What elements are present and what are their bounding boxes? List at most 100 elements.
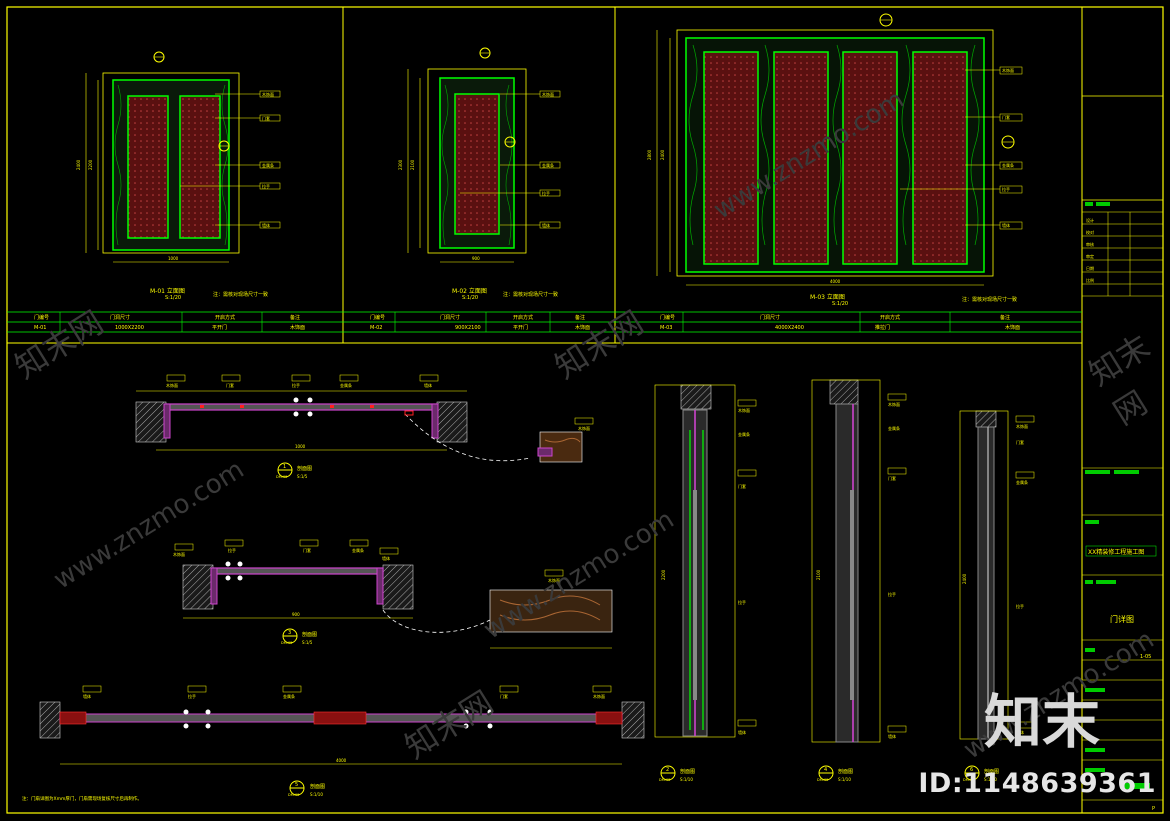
sec4-scale: S:1/10 [838,777,851,782]
sec1-num: 1 [283,464,286,470]
sched-r1-remark: 木饰面 [290,324,305,331]
sched-h-type-3: 开启方式 [880,314,900,321]
sec6-callout-wood: 木饰面 [1016,423,1028,429]
elev3-height: 2400 [660,149,665,160]
sec3-scale: S:1/5 [302,640,313,645]
sec3-callout-handle: 拉手 [228,547,236,553]
sched-r1-size: 1000X2200 [115,325,144,331]
elev2-width: 900 [472,256,480,261]
sec1-callout-frame: 门套 [226,382,234,388]
elev2-tag: M-02 立面图 [452,287,487,295]
sched-r1-code: M-01 [34,325,46,331]
tb-row-scale: 比例 [1086,277,1094,283]
sched-r3-type: 推拉门 [875,324,890,331]
sec5-scale: S:1/10 [310,792,323,797]
sec4-callout-metal: 金属条 [888,425,900,431]
section-6-vertical: 木饰面 门套 金属条 拉手 墙体 2400 6 DM-05 剖面图 S:1/10 [959,410,1035,782]
sec2-callout-metal: 金属条 [738,431,750,437]
sched-h-remark-2: 备注 [575,314,585,321]
sec5-callout-handle: 拉手 [188,693,196,699]
sched-h-remark-3: 备注 [1000,314,1010,321]
sec3-callout-wood: 木饰面 [173,551,185,557]
door-schedule: 门编号 门洞尺寸 开启方式 备注 门编号 门洞尺寸 开启方式 备注 门编号 门洞… [7,311,1082,333]
tb-row-design: 设计 [1086,217,1094,223]
sec2-callout-handle: 拉手 [738,599,746,605]
sheet-border [6,6,1164,814]
sched-h-size-1: 门洞尺寸 [110,314,130,321]
sched-h-size-3: 门洞尺寸 [760,314,780,321]
elev2-callout-wall: 墙体 [542,222,550,228]
sec4-callout-handle: 拉手 [888,591,896,597]
tb-page-no: P [1152,806,1155,812]
elev3-callout-handle: 拉手 [1002,186,1010,192]
sec1-callout-metal: 金属条 [340,382,352,388]
elev1-scale: S:1/20 [165,295,181,301]
elev2-callout-metal: 金属条 [542,162,554,168]
elevation-m01: M-01 立面图 S:1/20 注：需核对现场尺寸一致 1000 2200 24… [76,51,281,301]
elev1-width: 1000 [168,256,179,261]
sec3-title: 剖面图 [302,631,317,638]
sched-r3-remark: 木饰面 [1005,324,1020,331]
sched-r3-size: 4000X2400 [775,325,804,331]
elev3-callout-wall: 墙体 [1002,222,1010,228]
elev1-total: 2400 [76,159,81,170]
sec4-num: 4 [824,767,827,773]
sec1-dim: 1000 [295,444,306,449]
sec6-sheet: DM-05 [963,778,974,782]
sec6-title: 剖面图 [984,768,999,775]
sec3-dim: 900 [292,612,300,617]
watermark-id: ID:1148639361 [918,768,1156,799]
sched-r2-code: M-02 [370,325,382,331]
elevation-m02: M-02 立面图 S:1/20 注：需核对现场尺寸一致 900 2100 230… [398,47,561,301]
elev1-callout-handle: 拉手 [262,183,270,189]
elev1-callout-wood: 木饰面 [262,91,274,97]
elev3-tag: M-03 立面图 [810,293,845,301]
section-5-plan: 墙体 拉手 金属条 门套 木饰面 4000 5 DM-05 剖面图 S:1/10… [22,685,645,802]
sec3-num: 3 [288,630,291,636]
sec5-callout-frame: 门套 [500,693,508,699]
sec4-callout-wood: 木饰面 [888,401,900,407]
sec2-title: 剖面图 [680,768,695,775]
elev3-callout-metal: 金属条 [1002,162,1014,168]
section-2-vertical: 木饰面 金属条 门套 拉手 墙体 2200 2 DM-05 剖面图 S:1/10 [654,384,757,782]
elev1-tag: M-01 立面图 [150,287,185,295]
sec5-callout-wall: 墙体 [83,693,91,699]
elevation-m03: M-03 立面图 S:1/20 注：需核对现场尺寸一致 4000 2400 28… [647,13,1023,307]
sec2-callout-wood: 木饰面 [738,407,750,413]
section-4-vertical: 木饰面 金属条 门套 拉手 墙体 2100 4 DM-05 剖面图 S:1/10 [811,379,907,782]
sec5-title: 剖面图 [310,783,325,790]
sched-r2-type: 平开门 [513,324,528,331]
sec4-callout-wall: 墙体 [888,733,896,739]
sec1-callout-wood2: 木饰面 [578,425,590,431]
sec2-scale: S:1/10 [680,777,693,782]
sec6-dim: 2400 [962,573,967,584]
sec1-callout-wood: 木饰面 [166,382,178,388]
sched-h-code-1: 门编号 [34,314,49,321]
sec4-sheet: DM-05 [817,778,828,782]
elev2-total: 2300 [398,159,403,170]
sec1-sheet: DM-05 [276,475,287,479]
sec3-callout-wall: 墙体 [382,555,390,561]
elev1-callout-metal: 金属条 [262,162,274,168]
elev1-note: 注：需核对现场尺寸一致 [213,291,268,298]
sec1-callout-wall: 墙体 [424,382,432,388]
section-1-plan: 木饰面 门套 拉手 金属条 墙体 木饰面 1000 1 DM-05 剖面图 S:… [135,374,594,479]
sec4-callout-frame: 门套 [888,475,896,481]
sec4-title: 剖面图 [838,768,853,775]
sec6-callout-handle: 拉手 [1016,603,1024,609]
elev2-height: 2100 [410,159,415,170]
sec4-dim: 2100 [816,569,821,580]
elev2-note: 注：需核对现场尺寸一致 [503,291,558,298]
elev1-callout-frame: 门套 [262,115,270,121]
watermark-logo: 知末 [983,688,1100,756]
tb-drawing-name: 门详图 [1110,614,1134,624]
tb-row-check: 校对 [1086,229,1094,235]
sec2-callout-wall: 墙体 [738,729,746,735]
elev2-callout-handle: 拉手 [542,190,550,196]
sec6-callout-wall: 墙体 [1016,729,1024,735]
tb-project: XX精装修工程施工图 [1088,548,1144,556]
sched-r1-type: 平开门 [212,324,227,331]
sec5-sheet: DM-05 [288,793,299,797]
sec1-title: 剖面图 [297,465,312,472]
sched-r2-size: 900X2100 [455,325,481,331]
